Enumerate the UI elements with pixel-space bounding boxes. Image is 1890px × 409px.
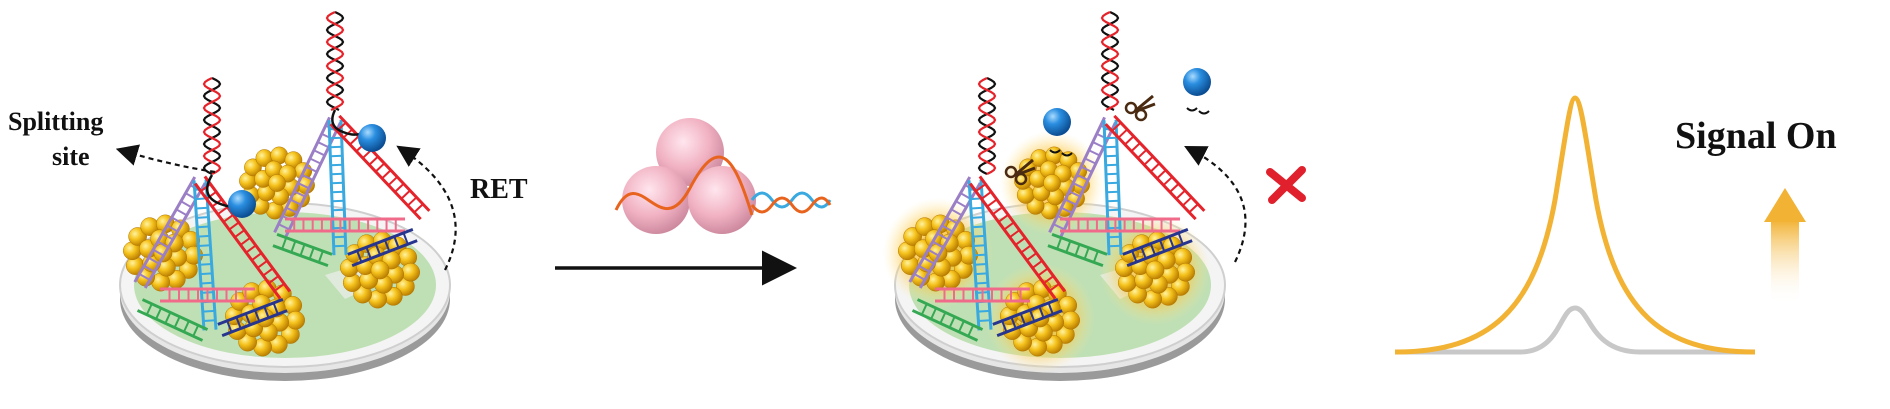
scissors-icon — [1124, 94, 1156, 122]
gold-nanocluster — [239, 146, 315, 220]
quencher-bead — [228, 190, 256, 218]
dna-edge — [967, 179, 993, 331]
left-electrode-assembly — [119, 11, 451, 381]
signal-orange-peak — [1394, 95, 1756, 355]
dna-edge — [347, 227, 418, 268]
dna-edge — [193, 175, 292, 300]
dna-edge — [935, 287, 1030, 303]
right-electrode-assembly — [882, 11, 1226, 381]
dna-edge — [1102, 119, 1123, 256]
dna-edge — [160, 287, 255, 303]
dna-helix — [977, 77, 997, 175]
dna-helix — [325, 11, 345, 111]
baseline-gray-peak — [1395, 305, 1755, 355]
dna-edge — [329, 114, 431, 221]
dna-helix — [202, 77, 222, 175]
dna-edge — [992, 297, 1063, 338]
splitting-site-pointer-arrow — [115, 144, 216, 174]
scissors-icon — [1004, 158, 1036, 186]
linker-strand — [331, 109, 360, 136]
dna-edge — [1104, 114, 1206, 221]
dna-edge — [285, 217, 405, 233]
splitting-site-label-line1: Splitting — [8, 107, 103, 136]
gold-nanocluster — [999, 130, 1105, 236]
blocked-ret-arrow — [1184, 145, 1247, 263]
dna-edge — [911, 298, 984, 342]
gradient-up-arrow-icon — [1764, 188, 1806, 305]
dna-edge — [1047, 232, 1108, 268]
ret-label: RET — [470, 174, 528, 205]
splitting-site-label-line2: site — [52, 142, 90, 171]
protein-trimer-icon — [614, 118, 832, 234]
released-strand — [1186, 107, 1210, 115]
dna-edge — [217, 297, 288, 338]
dna-edge — [136, 298, 209, 342]
signal-peak-icon — [1394, 95, 1756, 355]
dna-edge — [272, 232, 333, 268]
dna-edge — [968, 175, 1067, 300]
released-quencher-bead — [1183, 68, 1211, 96]
signal-on-label: Signal On — [1675, 115, 1837, 157]
dna-edge — [1122, 227, 1193, 268]
ret-pointer-arrow — [396, 145, 457, 271]
dna-edge — [1060, 217, 1180, 233]
dna-edge — [133, 176, 207, 289]
red-cross-icon — [1266, 166, 1306, 204]
released-quencher-bead — [1043, 108, 1071, 136]
dna-edge — [192, 179, 218, 331]
released-strand — [1049, 149, 1073, 157]
quencher-bead — [358, 124, 386, 152]
dna-helix — [1100, 11, 1120, 111]
